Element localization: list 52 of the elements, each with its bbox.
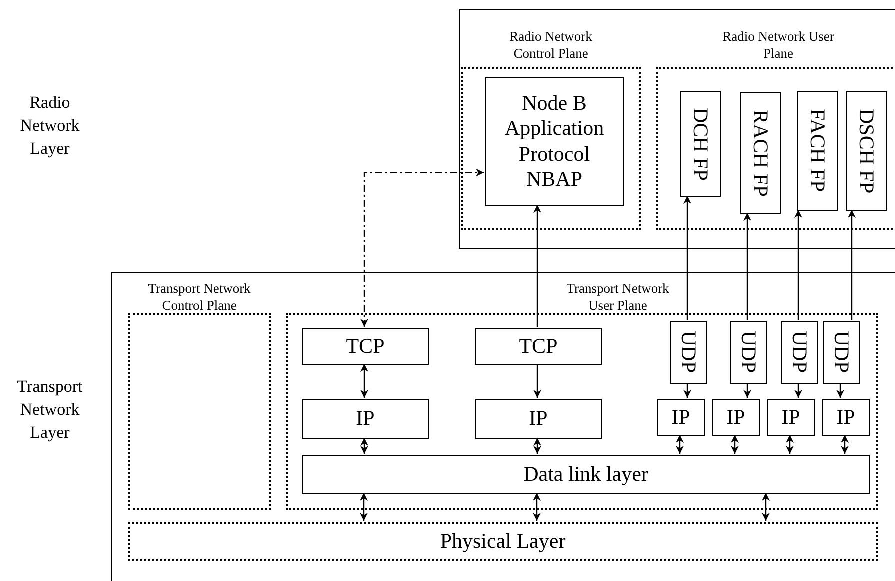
plane-panel: [128, 281, 271, 510]
protocol-box: IP: [302, 399, 429, 439]
plane-panel: [461, 29, 641, 230]
arrow: [848, 210, 856, 320]
arrow: [794, 210, 802, 320]
protocol-box: TCP: [475, 328, 602, 365]
protocol-box: Data link layer: [302, 455, 870, 494]
layer-label: Radio Network Layer: [19, 92, 81, 160]
arrow: [731, 435, 739, 454]
protocol-box: RACH FP: [740, 92, 781, 214]
protocol-box: IP: [657, 399, 705, 436]
layer-panel: [459, 9, 895, 249]
plane-panel: [286, 281, 878, 510]
plane-title: Radio Network User Plane: [722, 29, 834, 63]
protocol-box: DCH FP: [680, 91, 721, 197]
arrow: [684, 383, 692, 398]
layer-panel: [111, 272, 895, 581]
arrow: [676, 435, 684, 454]
arrow: [762, 493, 770, 521]
protocol-box: IP: [822, 399, 870, 436]
protocol-box: UDP: [730, 321, 767, 384]
arrow: [744, 383, 752, 398]
arrow: [836, 383, 844, 398]
protocol-box: IP: [475, 399, 602, 439]
protocol-box: FACH FP: [797, 91, 838, 211]
protocol-box: UDP: [823, 321, 860, 384]
arrow: [360, 438, 368, 454]
layer-label: Transport Network Layer: [16, 376, 84, 444]
arrow: [744, 213, 752, 320]
plane-title: Transport Network Control Plane: [147, 281, 252, 315]
protocol-box: IP: [767, 399, 815, 436]
arrow: [360, 168, 484, 327]
protocol-box: IP: [712, 399, 760, 436]
layer-box: Physical Layer: [128, 522, 878, 561]
protocol-box: DSCH FP: [846, 91, 887, 211]
protocol-box: UDP: [781, 321, 818, 384]
protocol-box: TCP: [302, 328, 429, 365]
arrow: [360, 364, 368, 398]
plane-title: Radio Network Control Plane: [508, 29, 594, 63]
arrow: [794, 383, 802, 398]
arrow: [360, 493, 368, 521]
arrow: [533, 493, 541, 521]
protocol-box: UDP: [670, 321, 707, 384]
arrow: [786, 435, 794, 454]
protocol-box: Node B Application Protocol NBAP: [485, 77, 624, 206]
plane-panel: [656, 29, 895, 230]
arrow: [684, 196, 692, 320]
arrow: [534, 438, 542, 454]
arrow: [534, 364, 542, 398]
arrow: [841, 435, 849, 454]
arrow: [534, 205, 542, 327]
plane-title: Transport Network User Plane: [566, 281, 670, 315]
